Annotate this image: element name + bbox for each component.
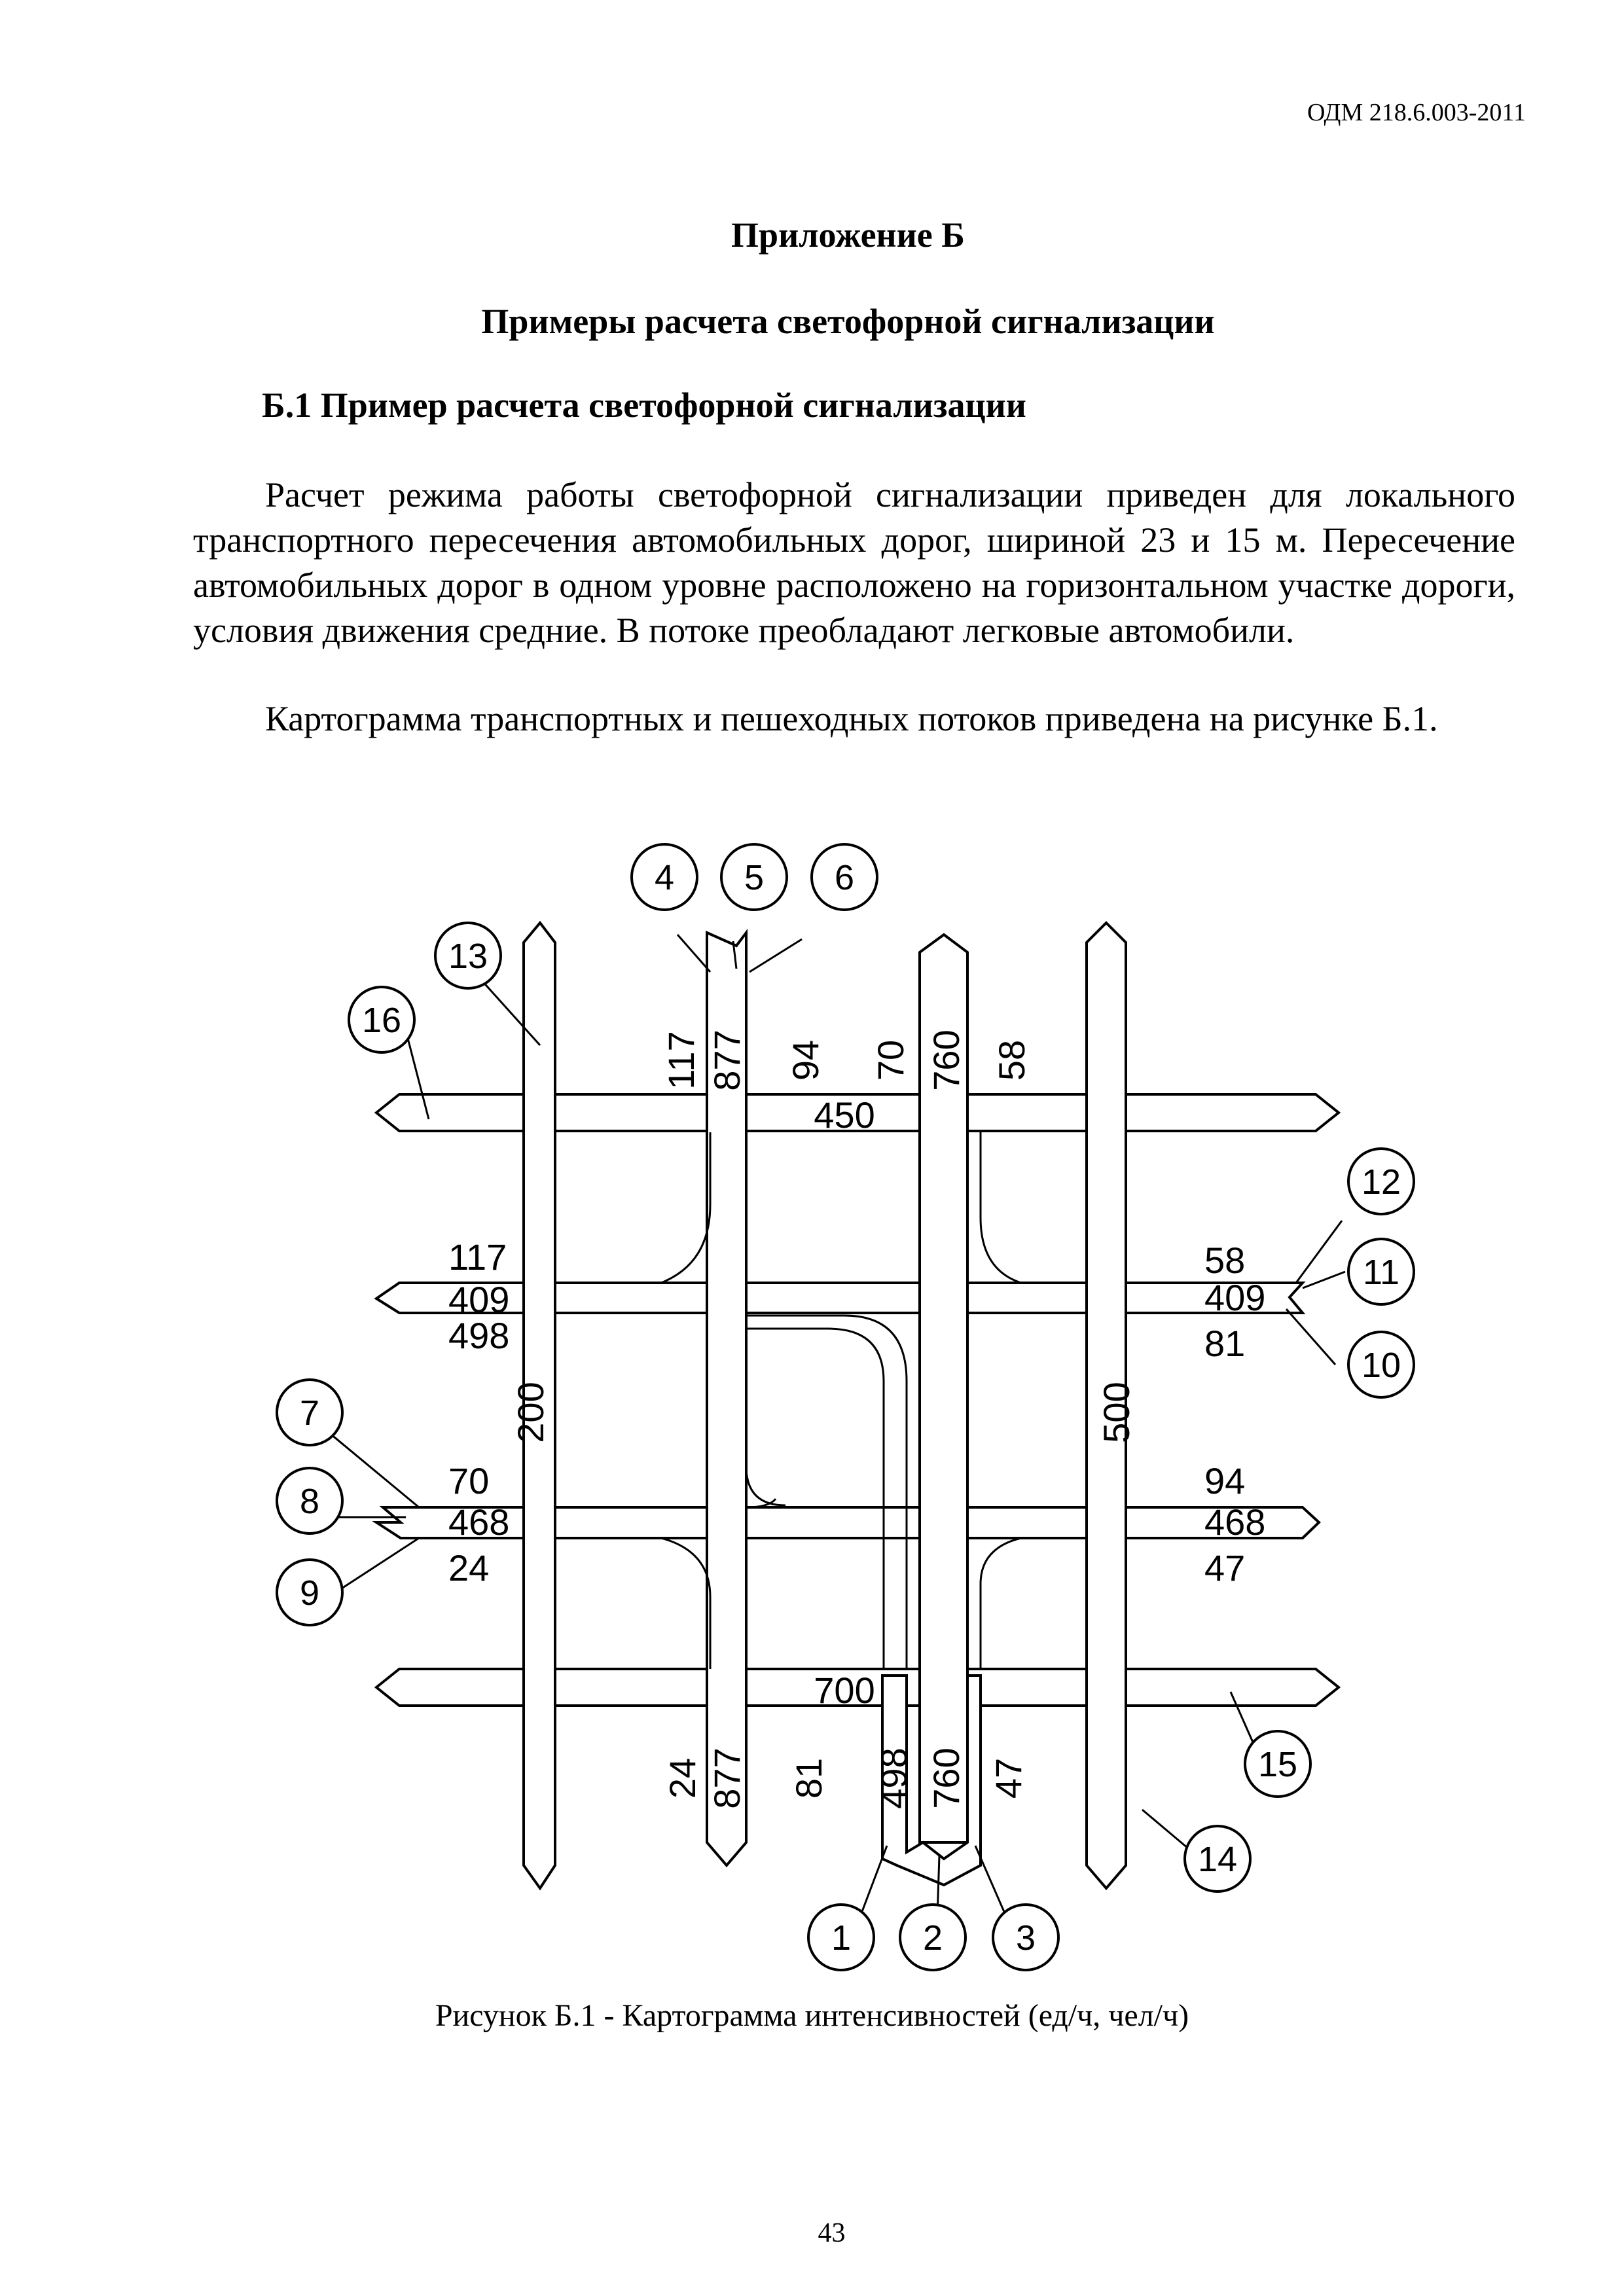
circle-13 bbox=[434, 922, 502, 990]
label-south-b: 877 bbox=[706, 1748, 748, 1808]
circle-label-16: 16 bbox=[362, 1001, 401, 1040]
pointer-11 bbox=[1302, 1270, 1346, 1289]
turn-curve-center-c bbox=[745, 1465, 786, 1507]
circle-3 bbox=[992, 1903, 1060, 1971]
pointer-9 bbox=[330, 1537, 420, 1597]
flow-band-upper bbox=[374, 1282, 1306, 1314]
circle-label-3: 3 bbox=[1016, 1918, 1036, 1958]
circle-16 bbox=[348, 986, 416, 1054]
label-east-top-c: 81 bbox=[1204, 1323, 1245, 1364]
circle-14 bbox=[1183, 1825, 1252, 1893]
pointer-13 bbox=[480, 978, 541, 1047]
pointer-10 bbox=[1285, 1308, 1337, 1365]
circle-label-4: 4 bbox=[655, 858, 674, 897]
page-number: 43 bbox=[818, 2218, 846, 2248]
circle-label-15: 15 bbox=[1258, 1745, 1297, 1784]
circle-15 bbox=[1244, 1730, 1312, 1798]
label-west-top-a: 117 bbox=[448, 1236, 507, 1278]
label-north-in-through: 877 bbox=[706, 1030, 748, 1090]
circle-label-12: 12 bbox=[1362, 1162, 1401, 1202]
label-west-top-b: 409 bbox=[448, 1279, 509, 1320]
label-east-bot-a: 94 bbox=[1204, 1460, 1245, 1501]
label-south-d: 498 bbox=[873, 1748, 914, 1808]
ped-band-right bbox=[1085, 921, 1127, 1891]
label-east-top-b: 409 bbox=[1204, 1277, 1265, 1318]
turn-curve-center-d bbox=[746, 1498, 777, 1509]
label-west-top-c: 498 bbox=[448, 1315, 509, 1356]
ped-band-left bbox=[522, 920, 556, 1891]
circle-1 bbox=[807, 1903, 875, 1971]
circle-6 bbox=[810, 843, 878, 911]
turn-curve-ne bbox=[979, 1132, 1022, 1284]
turn-curve-center-b bbox=[746, 1327, 885, 1669]
label-north-out-left: 70 bbox=[870, 1040, 911, 1081]
north-out-band bbox=[918, 933, 969, 1844]
circle-label-13: 13 bbox=[448, 937, 488, 976]
turn-curve-nw bbox=[660, 1132, 712, 1284]
document-code: ОДМ 218.6.003-2011 bbox=[1307, 99, 1526, 126]
circle-5 bbox=[720, 843, 788, 911]
circle-12 bbox=[1347, 1147, 1415, 1215]
circle-label-14: 14 bbox=[1198, 1840, 1237, 1879]
label-east-top-a: 58 bbox=[1204, 1240, 1245, 1281]
circle-label-10: 10 bbox=[1362, 1346, 1401, 1385]
turn-curve-sw bbox=[660, 1537, 712, 1669]
flow-band-lower bbox=[372, 1506, 1321, 1539]
circle-label-8: 8 bbox=[300, 1482, 319, 1521]
pointer-16 bbox=[405, 1030, 430, 1120]
north-in-band bbox=[706, 929, 748, 1868]
circle-label-2: 2 bbox=[923, 1918, 943, 1958]
circle-11 bbox=[1347, 1238, 1415, 1306]
label-east-bot-b: 468 bbox=[1204, 1501, 1265, 1543]
figure-caption: Рисунок Б.1 - Картограмма интенсивностей… bbox=[435, 1998, 1189, 2033]
pointer-6 bbox=[749, 938, 803, 973]
label-ped-bottom: 700 bbox=[814, 1670, 875, 1711]
label-ped-right: 500 bbox=[1096, 1382, 1137, 1443]
label-west-bot-b: 468 bbox=[448, 1501, 509, 1543]
paragraph-1: Расчет режима работы светофорной сигнали… bbox=[193, 475, 1515, 650]
pointer-4 bbox=[676, 934, 712, 973]
label-north-in-left: 117 bbox=[660, 1031, 702, 1089]
circle-label-1: 1 bbox=[831, 1918, 851, 1958]
pointer-12 bbox=[1295, 1220, 1343, 1283]
turn-curve-center-a bbox=[746, 1314, 908, 1669]
pointer-5 bbox=[732, 941, 738, 969]
traffic-cartogram-diagram: 450 700 117 409 498 58 409 81 70 468 24 … bbox=[276, 843, 1415, 1971]
south-out-band bbox=[881, 1674, 982, 1887]
turn-curve-se bbox=[979, 1537, 1022, 1669]
label-south-f: 47 bbox=[988, 1758, 1029, 1799]
circle-4 bbox=[630, 843, 698, 911]
label-east-bot-c: 47 bbox=[1204, 1547, 1245, 1588]
circle-7 bbox=[276, 1378, 344, 1446]
label-north-out-through: 760 bbox=[926, 1030, 967, 1090]
label-ped-left: 200 bbox=[510, 1382, 551, 1443]
traffic-cartogram-figure: 450 700 117 409 498 58 409 81 70 468 24 … bbox=[0, 812, 1624, 1990]
circle-2 bbox=[899, 1903, 967, 1971]
label-ped-top: 450 bbox=[814, 1094, 875, 1136]
circle-10 bbox=[1347, 1331, 1415, 1399]
circle-8 bbox=[276, 1467, 344, 1535]
circle-9 bbox=[276, 1558, 344, 1626]
label-south-c: 81 bbox=[788, 1758, 829, 1799]
circle-label-9: 9 bbox=[300, 1573, 319, 1613]
appendix-title: Приложение Б bbox=[731, 215, 965, 255]
appendix-subtitle: Примеры расчета светофорной сигнализации bbox=[481, 302, 1215, 341]
circle-label-6: 6 bbox=[835, 858, 854, 897]
label-north-in-right: 94 bbox=[785, 1040, 826, 1081]
paragraph-2: Картограмма транспортных и пешеходных по… bbox=[265, 699, 1438, 738]
section-title: Б.1 Пример расчета светофорной сигнализа… bbox=[262, 386, 1026, 425]
label-west-bot-a: 70 bbox=[448, 1460, 489, 1501]
label-north-out-right: 58 bbox=[991, 1040, 1032, 1081]
label-west-bot-c: 24 bbox=[448, 1547, 489, 1588]
circle-label-5: 5 bbox=[744, 858, 764, 897]
label-south-a: 24 bbox=[662, 1758, 703, 1799]
pointer-7 bbox=[330, 1433, 420, 1509]
circle-label-7: 7 bbox=[300, 1393, 319, 1433]
label-south-e: 760 bbox=[926, 1748, 967, 1808]
circle-label-11: 11 bbox=[1363, 1253, 1399, 1292]
